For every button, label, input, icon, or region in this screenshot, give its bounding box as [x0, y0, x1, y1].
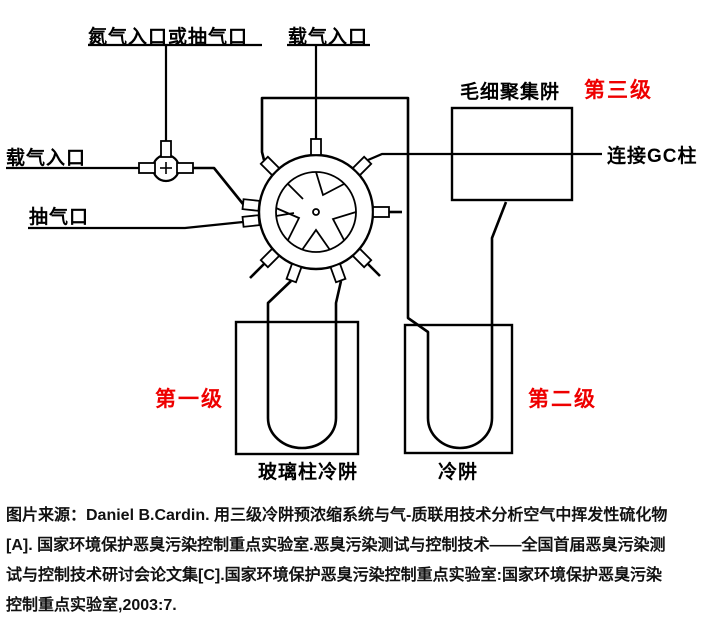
valve-port-fitting — [259, 247, 281, 269]
caption-line: 图片来源：Daniel B.Cardin. 用三级冷阱预浓缩系统与气-质联用技术… — [6, 507, 668, 524]
stage1-trap-box — [234, 320, 360, 456]
valve-passage — [287, 183, 304, 200]
valve-ports — [241, 138, 390, 284]
trap1-utube — [266, 280, 343, 450]
gc-line — [367, 152, 602, 162]
label-cold-trap: 冷阱 — [438, 462, 479, 483]
pump-leader — [28, 220, 244, 230]
trap2-tube — [260, 96, 508, 450]
label-carrier-inlet-top: 载气入口 — [288, 27, 369, 48]
tee-to-valve-tube — [193, 166, 245, 205]
label-capillary-trap: 毛细聚集阱 — [460, 82, 561, 103]
stage2-trap-box — [403, 323, 514, 455]
label-nitrogen-inlet: 氮气入口或抽气口 — [88, 27, 249, 48]
valve-port-fitting — [259, 155, 281, 177]
caption-line: 控制重点实验室,2003:7. — [6, 597, 177, 614]
tee-port-fitting — [176, 162, 194, 174]
valve-passages — [275, 171, 357, 251]
valve-passage — [275, 212, 295, 217]
tee-ports — [138, 140, 194, 174]
tee-port-fitting — [160, 140, 172, 158]
leader-lines — [6, 43, 602, 230]
trap-boxes — [234, 106, 574, 456]
valve-passage — [275, 207, 301, 241]
tee-port-fitting — [138, 162, 156, 174]
label-pump-port: 抽气口 — [29, 207, 90, 228]
caption: 图片来源：Daniel B.Cardin. 用三级冷阱预浓缩系统与气-质联用技术… — [6, 501, 722, 621]
valve-center — [312, 208, 320, 216]
valve-port-fitting — [310, 138, 322, 156]
label-gc-connect: 连接GC柱 — [607, 146, 698, 167]
valve-port-fitting — [372, 206, 390, 218]
valve-passage — [331, 211, 357, 241]
caption-line: [A]. 国家环境保护恶臭污染控制重点实验室.恶臭污染测试与控制技术——全国首届… — [6, 537, 666, 554]
port-se-stub — [367, 263, 381, 277]
valve-port-fitting — [241, 198, 261, 212]
valve-port-fitting — [241, 214, 261, 228]
port-sw-stub — [249, 263, 265, 279]
valve-passage — [301, 228, 331, 251]
rotary-valve — [241, 138, 390, 284]
valve-port-fitting — [285, 262, 303, 284]
diagram-canvas — [6, 43, 602, 456]
label-stage2: 第二级 — [528, 388, 597, 411]
label-stage3: 第三级 — [584, 79, 653, 102]
capillary-trap-box — [450, 106, 574, 202]
valve-port-fitting — [329, 262, 347, 284]
valve-passage — [315, 171, 345, 197]
valve-port-fitting — [351, 155, 373, 177]
tee-valve — [138, 140, 194, 183]
label-glass-column-trap: 玻璃柱冷阱 — [258, 462, 359, 483]
caption-line: 试与控制技术研讨会论文集[C].国家环境保护恶臭污染控制重点实验室:国家环境保护… — [6, 567, 662, 584]
tubes — [193, 96, 508, 450]
label-stage1: 第一级 — [155, 388, 224, 411]
valve-port-fitting — [351, 247, 373, 269]
label-carrier-inlet-left: 载气入口 — [6, 148, 87, 169]
